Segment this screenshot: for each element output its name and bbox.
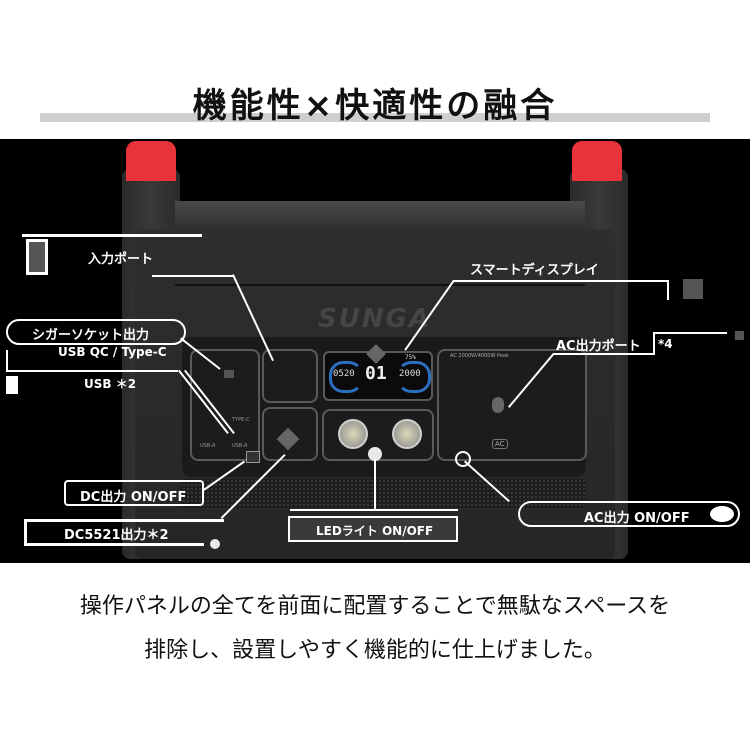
ac-outlet-box	[437, 349, 587, 461]
callout-dc5521: DC5521出力＊2	[64, 528, 169, 543]
callout-ac-switch: AC出力 ON/OFF	[518, 501, 740, 527]
display-right-value: 2000	[399, 369, 421, 379]
smart-display: 0520 01 2000 75%	[323, 351, 433, 401]
display-arc-left	[329, 361, 363, 393]
cigar-pointer	[224, 370, 234, 378]
brand-logo: SUNGA	[318, 304, 432, 334]
page-title: 機能性×快適性の融合	[192, 86, 558, 126]
display-center-value: 01	[365, 363, 387, 384]
ac-switch-indicator	[710, 506, 734, 522]
usb-marker	[6, 376, 18, 394]
title-underline	[40, 113, 710, 122]
dc5521-pointer-dot	[210, 539, 220, 549]
callout-led-switch: LEDライト ON/OFF	[288, 516, 458, 542]
input-port-marker	[26, 239, 48, 275]
vent-grille	[182, 479, 586, 509]
dc5521-underline	[24, 543, 204, 546]
callout-cigar-socket: シガーソケット出力	[6, 319, 186, 345]
input-port-box	[262, 349, 318, 403]
ac-port-pointer	[492, 397, 504, 413]
usb-label-a1: USB-A	[200, 443, 216, 449]
usb-label-typec: TYPE-C	[232, 417, 250, 423]
product-image: SUNGA 0520 01 2000 75% AC 2000W/4000W Pe…	[0, 139, 750, 563]
callout-input-port: 入力ポート	[88, 252, 154, 267]
input-port-leader-h	[152, 275, 234, 277]
smart-display-leader-h	[453, 280, 669, 282]
ac-port-leader-top	[653, 332, 727, 334]
ac-port-leader-h	[553, 353, 655, 355]
right-handle-red-cap	[572, 141, 622, 181]
callout-dc-switch: DC出力 ON/OFF	[64, 480, 204, 506]
callout-smart-display: スマートディスプレイ	[470, 263, 599, 278]
led-switch-leader-v	[374, 459, 376, 511]
caption-line-1: 操作パネルの全てを前面に配置することで無駄なスペースを	[79, 594, 671, 619]
display-left-value: 0520	[333, 369, 355, 379]
usb-label-a2: USB-A	[232, 443, 248, 449]
callout-ac-port-count: *4	[658, 337, 673, 351]
left-handle-red-cap	[126, 141, 176, 181]
display-arc-right	[397, 361, 431, 393]
dc5521-bracket	[24, 519, 27, 545]
smart-display-leader-v	[667, 280, 669, 300]
dc-switch-pointer	[246, 451, 260, 463]
ac-switch-ring	[455, 451, 471, 467]
cigar-usb-box	[190, 349, 260, 461]
device-groove	[175, 284, 585, 286]
callout-ac-port: AC出力ポート	[556, 339, 641, 354]
device-top	[175, 201, 585, 231]
display-battery: 75%	[405, 354, 416, 361]
ac-port-leader-v	[653, 332, 655, 354]
caption-line-2: 排除し、設置しやすく機能的に仕上げました。	[144, 638, 606, 663]
dc5521-topline	[24, 519, 224, 522]
led-light-right	[392, 419, 422, 449]
ac-port-marker	[735, 331, 744, 340]
led-switch-dot	[368, 447, 382, 461]
ac-badge: AC	[492, 439, 508, 449]
smart-display-marker	[683, 279, 703, 299]
input-port-topline	[22, 234, 202, 237]
callout-usb-qc: USB QC / Type-C	[58, 345, 167, 359]
usb-qc-underline	[6, 370, 178, 372]
callout-usb-x2: USB ＊2	[84, 377, 137, 391]
usb-bracket-v	[6, 350, 8, 372]
ac-panel-label: AC 2000W/4000W Peak	[450, 353, 509, 359]
led-light-left	[338, 419, 368, 449]
led-switch-topline	[290, 509, 458, 511]
